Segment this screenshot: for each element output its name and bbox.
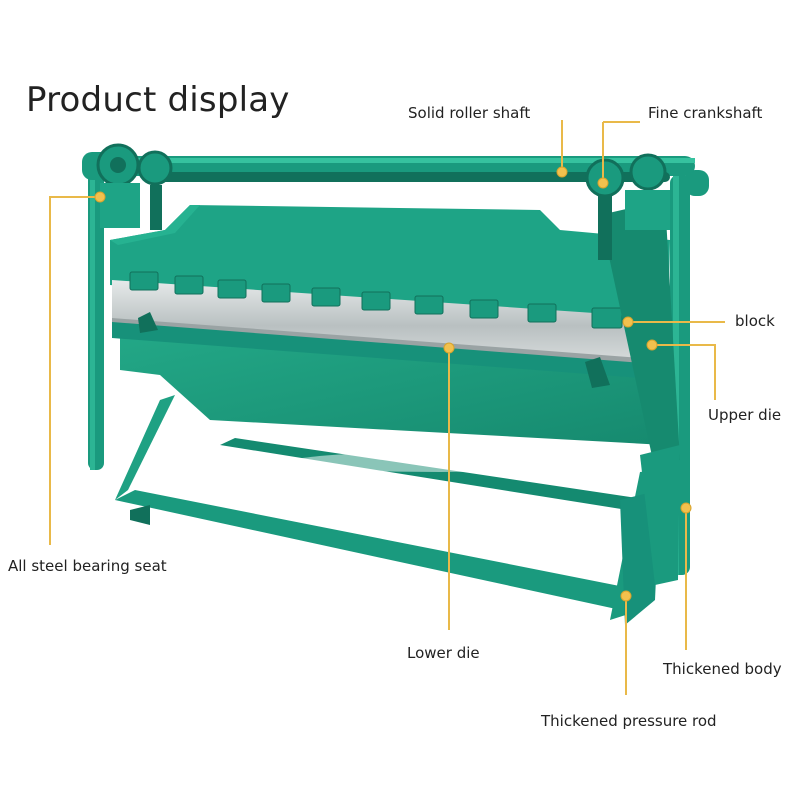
label-upper-die: Upper die: [708, 406, 782, 424]
base-frame: [115, 395, 660, 625]
label-thickened-body: Thickened body: [663, 660, 782, 678]
label-solid-roller-shaft: Solid roller shaft: [408, 104, 531, 122]
roller-shaft: [110, 156, 695, 182]
page-title: Product display: [26, 80, 290, 120]
label-all-steel-bearing-seat: All steel bearing seat: [8, 557, 167, 575]
bearing-housings: [96, 143, 670, 260]
lower-die-lip: [112, 312, 668, 388]
label-lower-die: Lower die: [407, 644, 480, 662]
callout-lines: [49, 120, 725, 695]
callout-dots: [94, 166, 692, 602]
label-fine-crankshaft: Fine crankshaft: [648, 104, 763, 122]
upper-beam: [110, 205, 670, 330]
clamp-blocks: [129, 271, 623, 329]
right-side-panel: [600, 200, 680, 585]
label-block: block: [735, 312, 775, 330]
label-thickened-pressure-rod: Thickened pressure rod: [541, 712, 717, 730]
